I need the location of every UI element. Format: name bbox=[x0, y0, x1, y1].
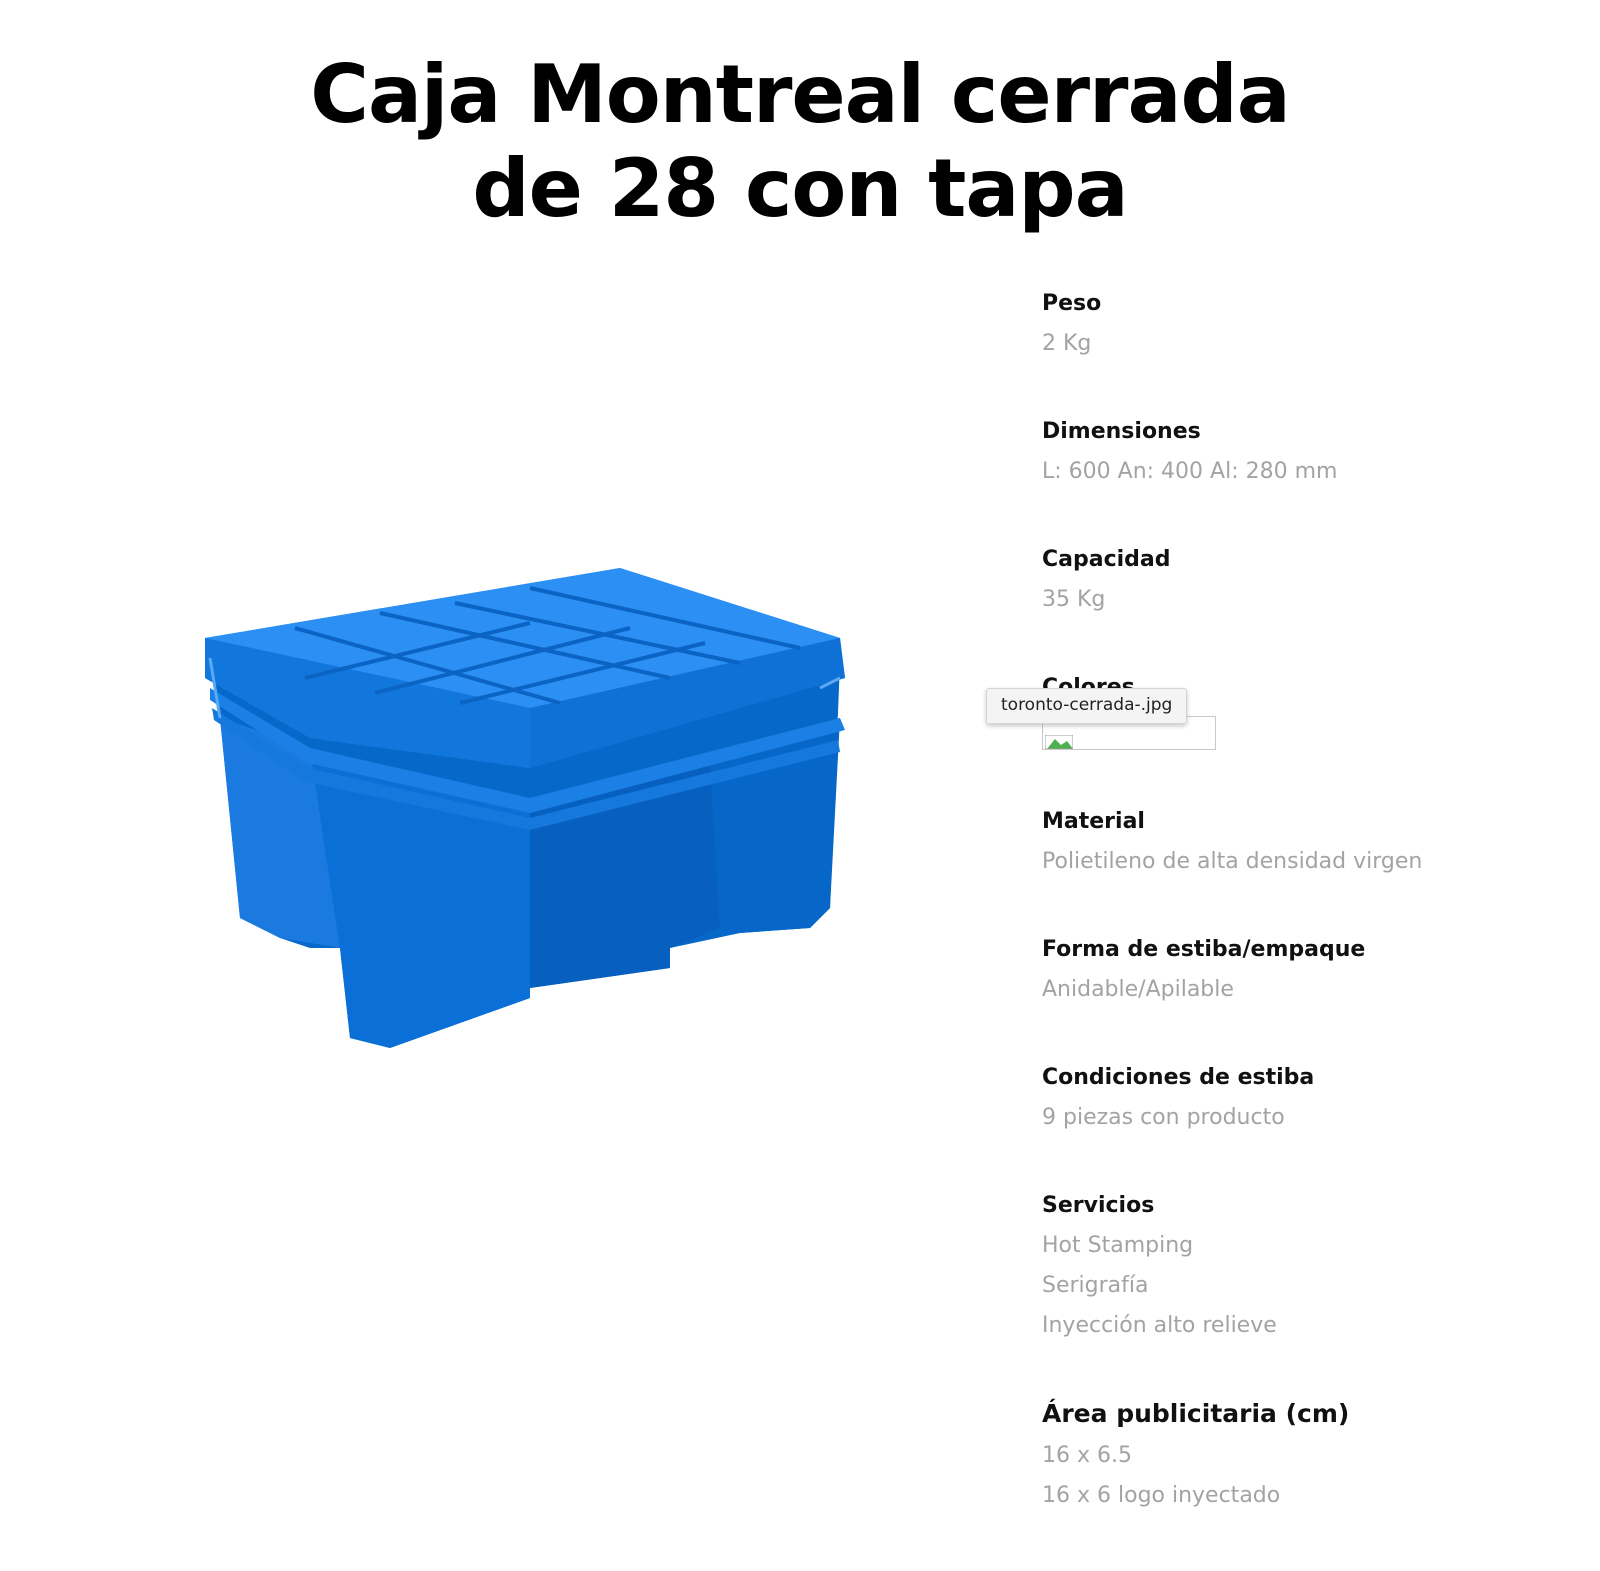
spec-capacidad: Capacidad 35 Kg bbox=[1042, 546, 1562, 620]
spec-area-item: 16 x 6 logo inyectado bbox=[1042, 1483, 1281, 1508]
spec-peso-label: Peso bbox=[1042, 291, 1102, 316]
spec-dimensiones-value: L: 600 An: 400 Al: 280 mm bbox=[1042, 459, 1338, 484]
spec-servicios-item: Inyección alto relieve bbox=[1042, 1313, 1277, 1338]
spec-peso-value: 2 Kg bbox=[1042, 331, 1092, 356]
spec-capacidad-value: 35 Kg bbox=[1042, 587, 1106, 612]
spec-forma: Forma de estiba/empaque Anidable/Apilabl… bbox=[1042, 936, 1562, 1010]
spec-capacidad-label: Capacidad bbox=[1042, 547, 1171, 572]
spec-condiciones: Condiciones de estiba 9 piezas con produ… bbox=[1042, 1064, 1562, 1138]
spec-material-value: Polietileno de alta densidad virgen bbox=[1042, 849, 1423, 874]
spec-area-item: 16 x 6.5 bbox=[1042, 1443, 1132, 1468]
spec-servicios-item: Hot Stamping bbox=[1042, 1233, 1194, 1258]
broken-image-icon bbox=[1045, 735, 1073, 749]
spec-colores: Colores toronto-cerrada-.jpg bbox=[986, 674, 1562, 764]
page-title-line-2: de 28 con tapa bbox=[472, 142, 1128, 235]
spec-servicios-item: Serigrafía bbox=[1042, 1273, 1149, 1298]
page-title: Caja Montreal cerrada de 28 con tapa bbox=[0, 48, 1600, 236]
page-title-line-1: Caja Montreal cerrada bbox=[310, 48, 1291, 141]
spec-dimensiones-label: Dimensiones bbox=[1042, 419, 1201, 444]
spec-peso: Peso 2 Kg bbox=[1042, 290, 1562, 364]
spec-condiciones-value: 9 piezas con producto bbox=[1042, 1105, 1285, 1130]
spec-condiciones-label: Condiciones de estiba bbox=[1042, 1065, 1315, 1090]
spec-material: Material Polietileno de alta densidad vi… bbox=[1042, 808, 1562, 882]
spec-servicios-label: Servicios bbox=[1042, 1193, 1155, 1218]
spec-area-publicitaria: Área publicitaria (cm) 16 x 6.5 16 x 6 l… bbox=[1042, 1398, 1562, 1516]
spec-forma-label: Forma de estiba/empaque bbox=[1042, 937, 1366, 962]
spec-forma-value: Anidable/Apilable bbox=[1042, 977, 1234, 1002]
spec-material-label: Material bbox=[1042, 809, 1145, 834]
spec-servicios: Servicios Hot Stamping Serigrafía Inyecc… bbox=[1042, 1192, 1562, 1346]
product-image bbox=[205, 568, 845, 1048]
spec-area-label: Área publicitaria (cm) bbox=[1042, 1399, 1350, 1428]
spec-dimensiones: Dimensiones L: 600 An: 400 Al: 280 mm bbox=[1042, 418, 1562, 492]
image-filename-tooltip: toronto-cerrada-.jpg bbox=[986, 688, 1188, 724]
